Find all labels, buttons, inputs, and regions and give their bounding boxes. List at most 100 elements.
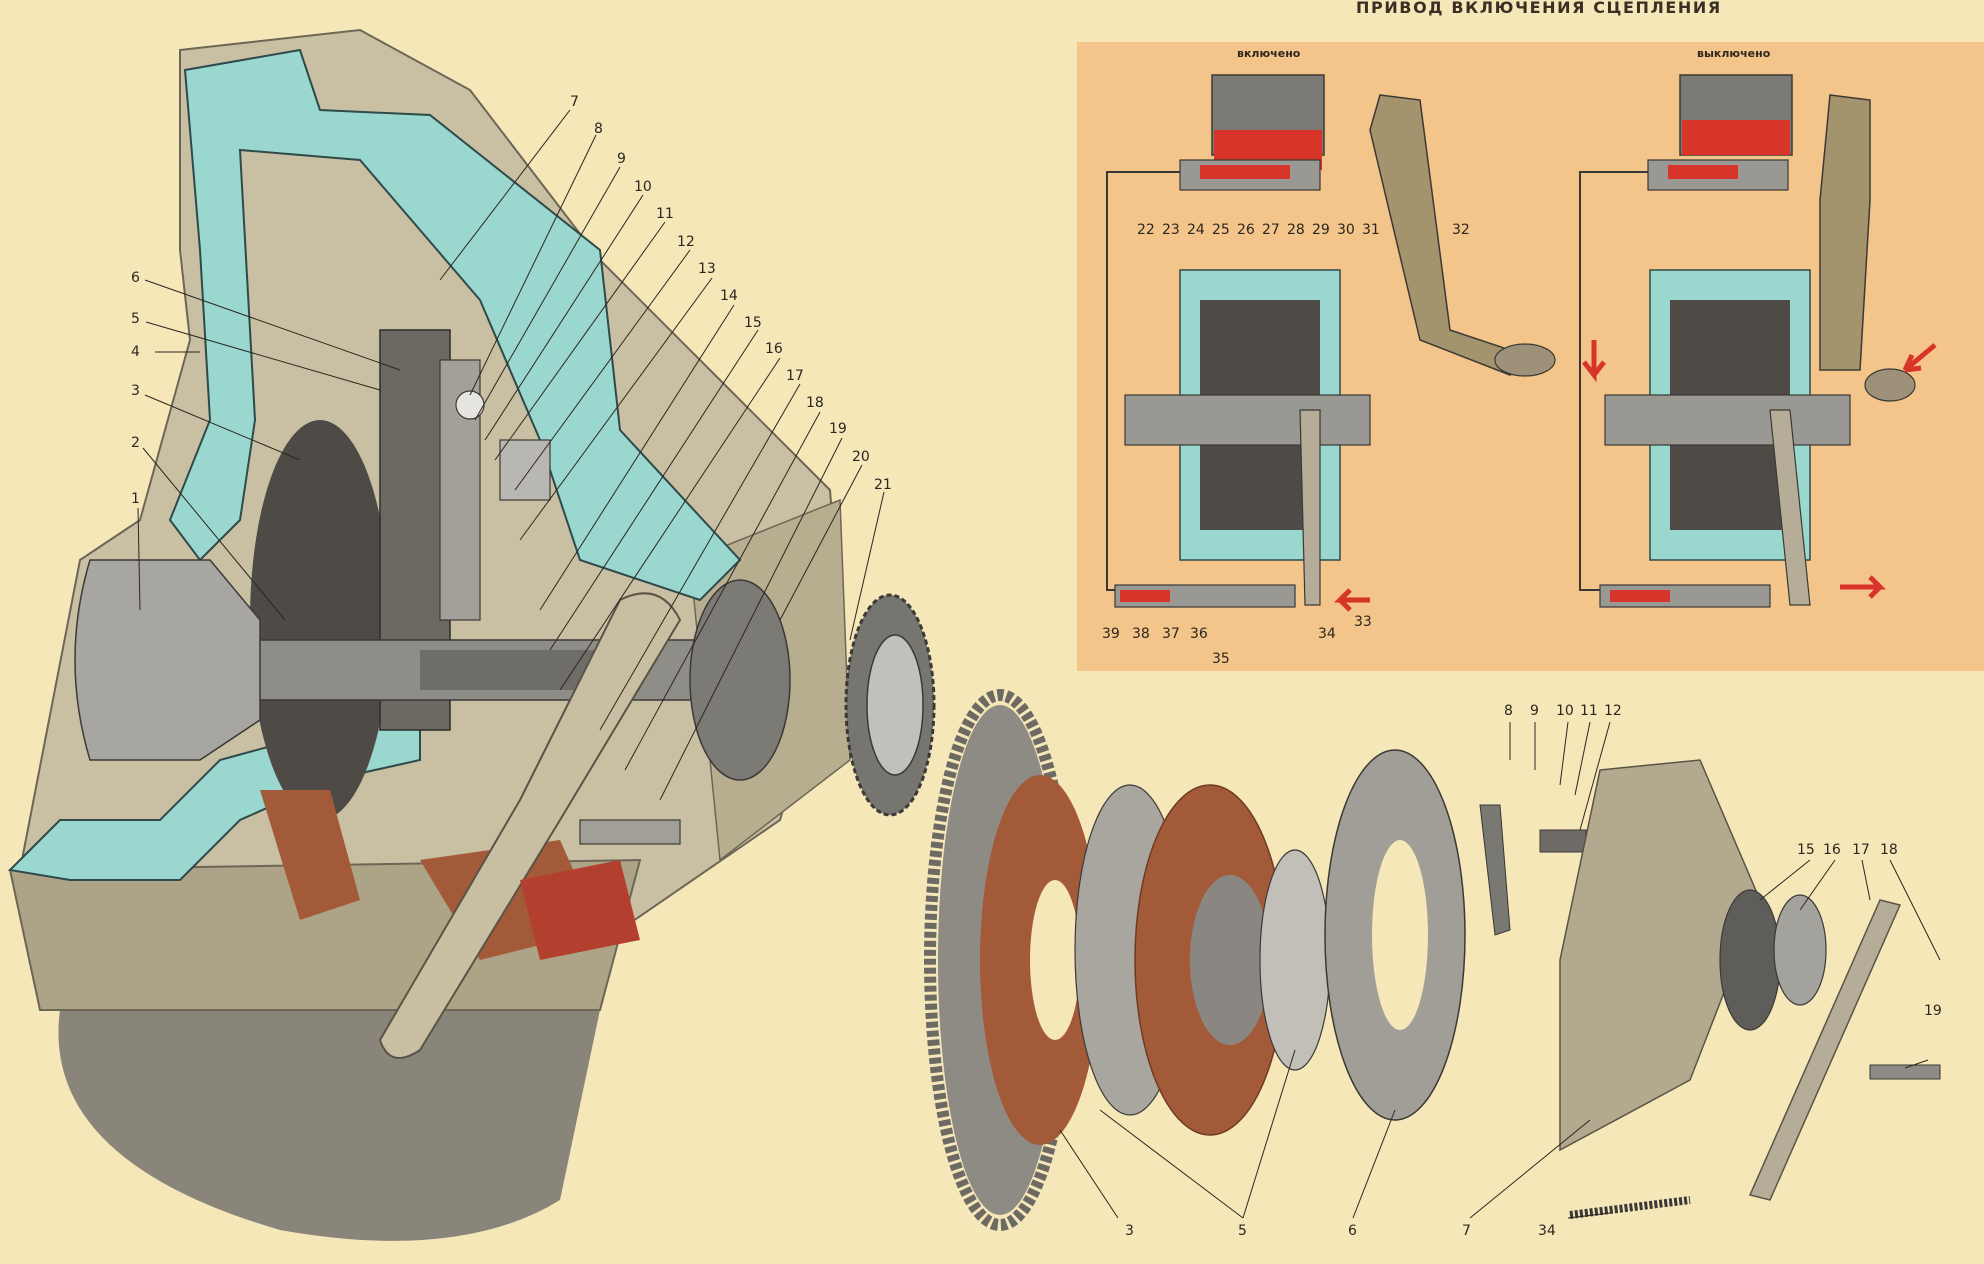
callout-24: 24	[1187, 222, 1205, 238]
callout-19: 19	[829, 421, 847, 437]
housing-cut-section	[168, 48, 742, 602]
callout-7-exploded: 7	[1462, 1223, 1471, 1239]
state-disengaged-label: выключено	[1697, 47, 1771, 60]
callout-34-exploded: 34	[1538, 1223, 1556, 1239]
callout-10: 10	[634, 179, 652, 195]
callout-10-exploded: 10	[1556, 703, 1574, 719]
callout-12-exploded: 12	[1604, 703, 1622, 719]
damper-plate	[1259, 849, 1331, 1071]
disc-center	[1190, 875, 1270, 1045]
return-spring	[1569, 1196, 1691, 1219]
callout-27: 27	[1262, 222, 1280, 238]
callout-1: 1	[131, 491, 140, 507]
callout-17-exploded: 17	[1852, 842, 1870, 858]
callout-2: 2	[131, 435, 140, 451]
shaft-engaged	[1124, 394, 1371, 446]
flywheel	[250, 420, 390, 820]
flywheel-bore	[1030, 880, 1080, 1040]
exploded-leaders	[1059, 721, 1941, 1219]
callout-7: 7	[570, 94, 579, 110]
callout-39: 39	[1102, 626, 1120, 642]
callout-6-exploded: 6	[1348, 1223, 1357, 1239]
pedal-pad-disengaged	[1864, 368, 1916, 402]
callout-28: 28	[1287, 222, 1305, 238]
slave-piston-disengaged	[1610, 590, 1670, 602]
hydraulic-seal	[520, 860, 640, 960]
callout-3: 3	[131, 383, 140, 399]
callout-18: 18	[806, 395, 824, 411]
callout-37: 37	[1162, 626, 1180, 642]
callout-5: 5	[131, 311, 140, 327]
cutaway-assembly	[7, 28, 936, 1241]
fork-disengaged	[1769, 409, 1811, 606]
callout-11-exploded: 11	[1580, 703, 1598, 719]
master-piston-engaged	[1200, 165, 1290, 179]
release-lever-exploded	[1479, 804, 1511, 936]
clutch-cover	[1559, 759, 1761, 1152]
arrow-pedal-disengaged	[1902, 343, 1937, 373]
callout-8: 8	[594, 121, 603, 137]
pedal-disengaged	[1819, 94, 1871, 371]
release-bearing	[689, 579, 791, 781]
master-cylinder-fluid-disengaged	[1682, 120, 1790, 155]
callout-5-exploded: 5	[1238, 1223, 1247, 1239]
callout-11: 11	[656, 206, 674, 222]
state-engaged-label: включено	[1237, 47, 1301, 60]
callout-18-exploded: 18	[1880, 842, 1898, 858]
fork-bolt-exploded	[1869, 1064, 1941, 1080]
lever-block	[1539, 829, 1587, 853]
master-piston-disengaged	[1668, 165, 1738, 179]
release-fork	[378, 592, 682, 1059]
housing-bowl	[58, 1010, 600, 1241]
output-gear-bore	[866, 634, 924, 776]
callout-23: 23	[1162, 222, 1180, 238]
callout-38: 38	[1132, 626, 1150, 642]
fork-engaged	[1299, 409, 1321, 606]
callout-20: 20	[852, 449, 870, 465]
callout-15: 15	[744, 315, 762, 331]
release-bearing-exploded	[1719, 889, 1781, 1031]
pedal-pad-engaged	[1494, 343, 1556, 377]
callout-35: 35	[1212, 651, 1230, 667]
arrow-down-disengaged	[1582, 340, 1606, 383]
callout-34-drive: 34	[1318, 626, 1336, 642]
callout-21: 21	[874, 477, 892, 493]
callout-31: 31	[1362, 222, 1380, 238]
callout-14: 14	[720, 288, 738, 304]
callout-6: 6	[131, 270, 140, 286]
fork-bolt	[579, 819, 681, 845]
callout-17: 17	[786, 368, 804, 384]
arrow-engaged	[1333, 588, 1370, 612]
exploded-view	[924, 689, 1941, 1231]
cutaway-leaders	[137, 109, 885, 801]
slave-piston-engaged	[1120, 590, 1170, 602]
friction-lining	[260, 790, 360, 920]
diagram-title: ПРИВОД ВКЛЮЧЕНИЯ СЦЕПЛЕНИЯ	[1356, 0, 1722, 17]
callout-3-exploded: 3	[1125, 1223, 1134, 1239]
callout-16: 16	[765, 341, 783, 357]
crank-hub	[74, 559, 261, 761]
callout-9-exploded: 9	[1530, 703, 1539, 719]
callout-8-exploded: 8	[1504, 703, 1513, 719]
callout-16-exploded: 16	[1823, 842, 1841, 858]
callout-30: 30	[1337, 222, 1355, 238]
shaft-disengaged	[1604, 394, 1851, 446]
callout-32: 32	[1452, 222, 1470, 238]
callout-13: 13	[698, 261, 716, 277]
callout-26: 26	[1237, 222, 1255, 238]
callout-36: 36	[1190, 626, 1208, 642]
drive-panel-shapes	[1106, 74, 1937, 612]
callout-12: 12	[677, 234, 695, 250]
callout-4: 4	[131, 344, 140, 360]
callout-29: 29	[1312, 222, 1330, 238]
callout-33: 33	[1354, 614, 1372, 630]
callout-19-exploded: 19	[1924, 1003, 1942, 1019]
hydraulic-line-disengaged	[1579, 171, 1648, 591]
pressure-plate-bore	[1372, 840, 1428, 1030]
callout-25: 25	[1212, 222, 1230, 238]
lever-pin	[455, 390, 485, 420]
callout-22: 22	[1137, 222, 1155, 238]
pressure-spring	[499, 439, 551, 501]
bearing-sleeve	[1773, 894, 1827, 1006]
